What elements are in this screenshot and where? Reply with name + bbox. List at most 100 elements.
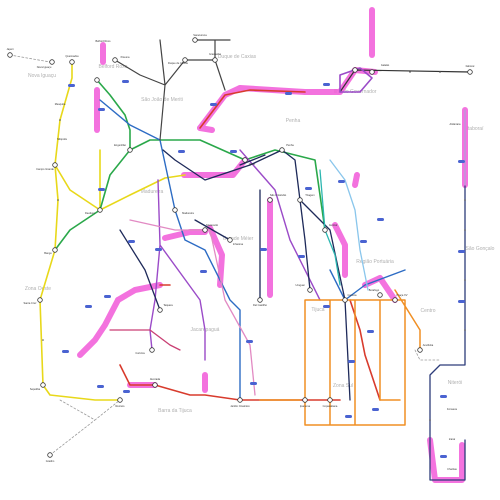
station-label-taquara: Taquara: [163, 303, 173, 307]
minor-dot: [464, 229, 466, 231]
node-jardim-oceanico[interactable]: [237, 397, 243, 403]
station-label-madureira: Madureira: [182, 211, 194, 215]
station-label-alvorada: Alvorada: [150, 377, 161, 381]
station-label-penha: Penha: [286, 143, 294, 147]
node-sao-cristovao[interactable]: [267, 197, 273, 203]
station-label-itaborai: Itaboraí: [466, 64, 475, 68]
node-recreio[interactable]: [117, 397, 123, 403]
node-galeao[interactable]: [352, 67, 358, 73]
node-meier[interactable]: [242, 157, 248, 163]
corridor-jacarepagua-west: [77, 297, 121, 358]
badge: [178, 150, 185, 153]
badge: [128, 240, 135, 243]
line-dashed-west2: [9, 54, 51, 63]
region-label-zona-sul: Zona Sul: [333, 383, 353, 389]
node-triagem[interactable]: [297, 197, 303, 203]
station-label-triagem: Triagem: [305, 193, 314, 197]
node-botafogo[interactable]: [377, 292, 383, 298]
region-label-belford-roxo: Belford Roxo: [99, 64, 128, 70]
badge: [377, 218, 384, 221]
node-praca-xv[interactable]: [392, 297, 398, 303]
region-label-grande-meier: Grande Méier: [223, 236, 254, 242]
node-carioca[interactable]: [342, 297, 348, 303]
region-label-tijuca: Tijuca: [311, 307, 324, 313]
badge: [97, 385, 104, 388]
node-engenhao[interactable]: [127, 147, 133, 153]
minor-station-dots: [42, 71, 466, 421]
minor-dot: [464, 329, 466, 331]
station-label-del-castilho: Del Castilho: [253, 303, 268, 307]
badge: [200, 270, 207, 273]
node-nova-iguacu[interactable]: [49, 59, 55, 65]
node-alvorada[interactable]: [152, 382, 158, 388]
node-deodoro[interactable]: [97, 207, 103, 213]
node-belford-roxo[interactable]: [94, 77, 100, 83]
station-label-central: Central: [329, 223, 338, 227]
station-label-sao-cristovao: São Cristóvão: [270, 193, 287, 197]
badge: [260, 248, 267, 251]
badge: [440, 455, 447, 458]
node-santa-cruz[interactable]: [37, 297, 43, 303]
node-arariboia[interactable]: [417, 347, 423, 353]
node-gramacho[interactable]: [212, 57, 218, 63]
badge: [458, 300, 465, 303]
node-bangu[interactable]: [52, 247, 58, 253]
node-ipanema[interactable]: [302, 397, 308, 403]
node-campo-grande[interactable]: [52, 162, 58, 168]
node-japeri[interactable]: [7, 52, 13, 58]
node-guaxindiba[interactable]: [369, 69, 375, 75]
region-label-penha: Penha: [286, 118, 301, 124]
node-sepetiba[interactable]: [40, 382, 46, 388]
badge: [360, 240, 367, 243]
line-rose: [109, 329, 181, 351]
region-label-niteroi: Niterói: [448, 380, 462, 386]
badge: [68, 84, 75, 87]
line-dashed-west: [49, 399, 121, 456]
node-penha[interactable]: [279, 147, 285, 153]
station-label-gramacho: Gramacho: [209, 52, 222, 56]
node-madureira[interactable]: [172, 207, 178, 213]
corridor-portuaria: [332, 222, 348, 278]
line-dashed-east: [414, 349, 441, 361]
node-taquara[interactable]: [157, 307, 163, 313]
node-inhauma[interactable]: [227, 237, 233, 243]
node-queimados[interactable]: [69, 59, 75, 65]
corridor-center-2: [207, 225, 225, 288]
station-label-deodoro: Deodoro: [85, 211, 96, 215]
line-sao-goncalo: [429, 109, 466, 481]
node-saracuruna[interactable]: [192, 37, 198, 43]
node-itaborai[interactable]: [467, 69, 473, 75]
node-uruguai[interactable]: [307, 287, 313, 293]
station-label-santa-cruz: Santa Cruz: [24, 301, 38, 305]
station-label-jardim-oceanico: Jardim Oceânico: [230, 404, 250, 408]
minor-dot: [59, 119, 61, 121]
node-duque-caxias[interactable]: [182, 57, 188, 63]
node-gradim[interactable]: [47, 452, 53, 458]
corridor-zona-sul-seg: [352, 172, 360, 188]
badge: [338, 180, 345, 183]
badge: [250, 382, 257, 385]
region-label-sao-goncalo: São Gonçalo: [466, 246, 495, 252]
station-label-duque-caxias: Duque de Caxias: [168, 61, 189, 65]
node-curicica[interactable]: [149, 347, 155, 353]
station-label-nilopolis: Nilópolis: [57, 137, 68, 141]
transit-lines: [9, 39, 471, 481]
node-copacabana[interactable]: [327, 397, 333, 403]
region-label-centro: Centro: [420, 308, 435, 314]
node-pavuna[interactable]: [112, 57, 118, 63]
node-del-castilho[interactable]: [257, 297, 263, 303]
node-central[interactable]: [322, 227, 328, 233]
station-label-charitas: Charitas: [447, 467, 457, 471]
line-red: [119, 89, 381, 401]
station-nodes: [7, 37, 473, 458]
badge: [323, 305, 330, 308]
badge: [323, 83, 330, 86]
badge: [305, 187, 312, 190]
region-label-sao-joao-meriti: São João de Meriti: [141, 97, 183, 103]
station-label-carioca: Carioca: [348, 293, 357, 297]
minor-dot: [57, 199, 59, 201]
badge: [155, 248, 162, 251]
node-maracana[interactable]: [202, 227, 208, 233]
